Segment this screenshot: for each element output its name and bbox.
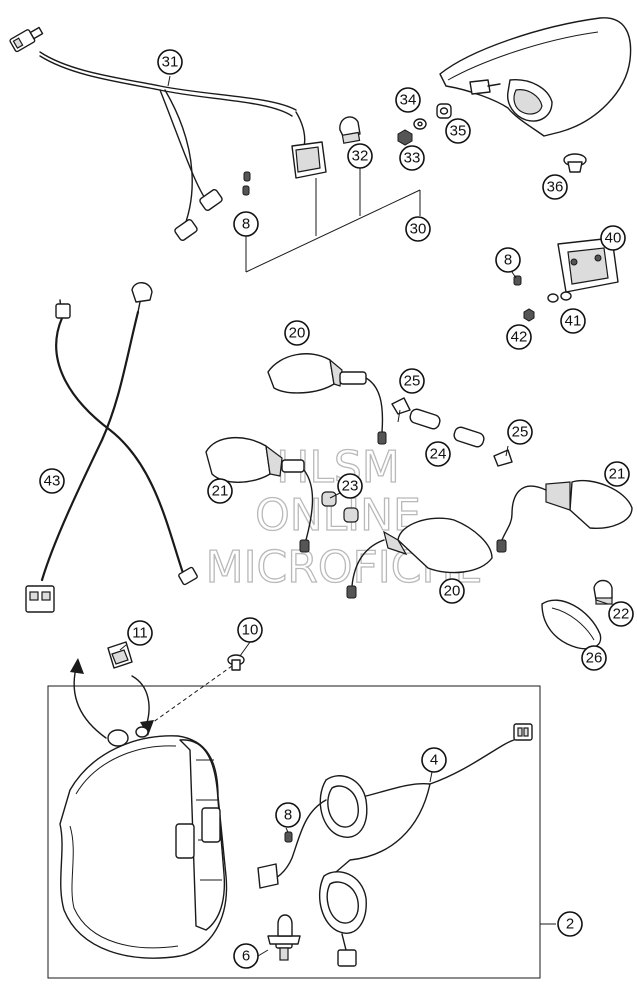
callout-4: 4 [421, 747, 447, 773]
small-bulb-8-headlight [284, 831, 293, 843]
callout-label: 43 [44, 473, 61, 490]
callout-label: 24 [430, 446, 447, 463]
callout-label: 36 [547, 179, 564, 196]
spacers-24 [409, 408, 485, 448]
callout-label: 10 [242, 622, 259, 639]
callout-25-right: 25 [507, 419, 533, 445]
tail-light-housing [439, 17, 632, 137]
license-plate-light [557, 237, 619, 293]
bulb-22 [593, 579, 613, 605]
callout-31: 31 [157, 49, 183, 75]
callout-label: 32 [352, 148, 369, 165]
turn-signal-front-right [496, 480, 633, 553]
callout-label: 21 [212, 483, 229, 500]
callout-label: 33 [404, 150, 421, 167]
rubber-cap-36 [563, 153, 587, 173]
callout-20-top: 20 [284, 320, 310, 346]
callout-21-left: 21 [207, 478, 233, 504]
lens-26 [541, 599, 602, 650]
callout-8-headlight: 8 [275, 802, 301, 828]
callout-26: 26 [581, 645, 607, 671]
callout-label: 4 [430, 752, 438, 769]
headlight-bulb-6 [267, 914, 301, 961]
callout-8-tail: 8 [233, 211, 259, 237]
callout-43: 43 [39, 468, 65, 494]
callout-42: 42 [506, 324, 532, 350]
rear-wiring-harness [9, 26, 327, 241]
screw-10 [141, 654, 245, 731]
callout-35: 35 [445, 118, 471, 144]
callout-25-top: 25 [399, 368, 425, 394]
nut-42 [523, 308, 535, 322]
callout-label: 31 [162, 54, 179, 71]
callout-32: 32 [347, 143, 373, 169]
callout-20-bottom: 20 [439, 578, 465, 604]
bulb-32 [339, 116, 361, 144]
grommet-11 [107, 641, 133, 669]
callout-label: 42 [511, 329, 528, 346]
brackets-25 [391, 397, 513, 467]
callout-label: 30 [410, 221, 427, 238]
callout-label: 20 [444, 583, 461, 600]
callout-8-plate: 8 [495, 247, 521, 273]
turn-signal-front-left [267, 353, 387, 445]
callout-23: 23 [337, 473, 363, 499]
callout-label: 20 [289, 325, 306, 342]
callout-22: 22 [608, 601, 634, 627]
callout-41: 41 [560, 308, 586, 334]
callout-label: 22 [613, 606, 630, 623]
cable-harness-43 [25, 282, 198, 613]
callout-34: 34 [395, 87, 421, 113]
assembly-frame-2 [47, 685, 541, 979]
callout-33: 33 [399, 145, 425, 171]
callout-label: 21 [609, 466, 626, 483]
callout-label: 11 [132, 625, 148, 642]
callout-leaders [119, 75, 618, 957]
callout-label: 35 [450, 123, 467, 140]
callout-label: 41 [565, 313, 582, 330]
callout-24: 24 [425, 441, 451, 467]
washer-34 [413, 118, 427, 130]
callout-label: 8 [242, 216, 250, 233]
callout-label: 34 [400, 92, 417, 109]
assembly-arrows [70, 658, 154, 739]
turn-signal-rear-right [346, 517, 493, 599]
callout-label: 25 [512, 424, 529, 441]
small-bulbs-8 [242, 171, 251, 196]
headlight-housing [59, 726, 228, 959]
callout-label: 2 [566, 916, 574, 933]
callout-label: 26 [586, 650, 603, 667]
callout-label: 23 [342, 478, 359, 495]
grommet-35 [436, 103, 452, 119]
callout-10: 10 [237, 617, 263, 643]
callout-30: 30 [405, 216, 431, 242]
headlight-harness-4 [257, 723, 533, 967]
callout-label: 40 [605, 230, 622, 247]
small-bulb-8-plate [513, 275, 522, 286]
callout-label: 25 [404, 373, 421, 390]
callout-2: 2 [557, 911, 583, 937]
callout-40: 40 [600, 225, 626, 251]
callout-label: 6 [242, 948, 250, 965]
nuts-23 [321, 491, 359, 523]
callout-21-right: 21 [604, 461, 630, 487]
watermark-line-2: ONLINE [255, 490, 421, 541]
callout-6: 6 [233, 943, 259, 969]
callout-30-bracket [245, 168, 421, 273]
callout-label: 8 [504, 252, 512, 269]
callout-label: 8 [284, 807, 292, 824]
callout-11: 11 [127, 620, 153, 646]
callout-36: 36 [542, 174, 568, 200]
nut-33 [397, 129, 413, 146]
washers-41 [547, 291, 572, 303]
